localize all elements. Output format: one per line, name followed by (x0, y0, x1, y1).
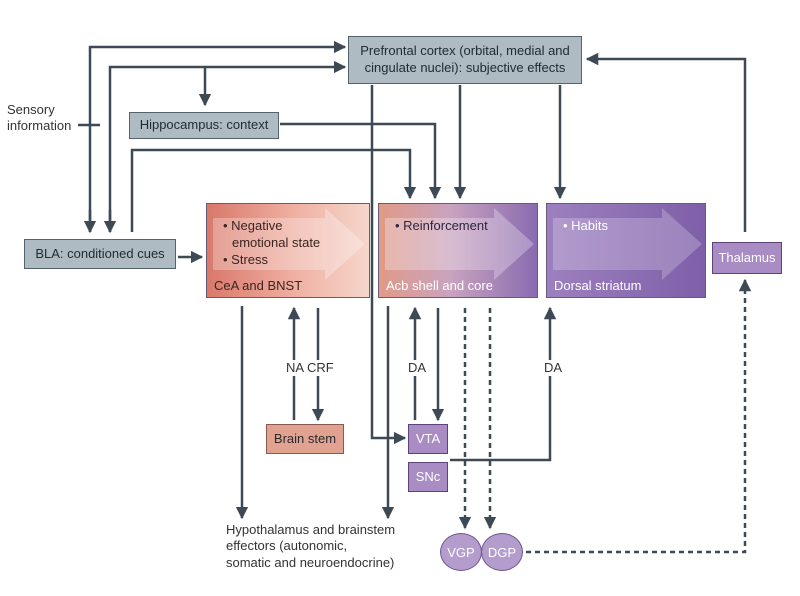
cea-item-emotional-state: emotional state (232, 234, 321, 250)
acb-caption: Acb shell and core (386, 278, 493, 293)
arrow-pfc-to-vta (370, 85, 407, 445)
thalamus-label: Thalamus (718, 249, 776, 265)
thalamus-box: Thalamus (712, 242, 782, 274)
effectors-label: Hypothalamus and brainstem effectors (au… (226, 522, 396, 571)
cea-arrow-shape (213, 208, 365, 280)
vta-box: VTA (408, 424, 448, 454)
dorsal-striatum-box: • Habits Dorsal striatum (546, 203, 706, 298)
arrow-snc-to-dorsal (450, 306, 557, 462)
vgp-node: VGP (440, 533, 482, 571)
acb-arrow-shape (385, 208, 534, 280)
acb-box: • Reinforcement Acb shell and core (378, 203, 538, 298)
snc-box: SNc (408, 462, 448, 492)
cea-item-stress: • Stress (223, 251, 269, 267)
vta-label: VTA (415, 430, 441, 446)
brain-stem-box: Brain stem (266, 424, 344, 454)
da-label-left: DA (407, 360, 428, 377)
brain-stem-label: Brain stem (273, 430, 337, 446)
arrow-dgp-to-thalamus (526, 278, 752, 554)
arrow-bla-to-pfc-inner (108, 60, 347, 232)
prefrontal-cortex-label-line2: cingulate nuclei): subjective effects (364, 60, 566, 75)
dgp-node: DGP (481, 533, 523, 571)
na-crf-label: NA CRF (285, 360, 335, 377)
arrow-bla-to-acb (130, 148, 417, 232)
dorsal-caption: Dorsal striatum (554, 278, 642, 293)
hippocampus-box: Hippocampus: context (129, 112, 279, 139)
cea-bnst-box: • Negative emotional state • Stress CeA … (206, 203, 370, 298)
cea-caption: CeA and BNST (214, 278, 303, 293)
dorsal-arrow-shape (553, 208, 702, 280)
prefrontal-cortex-box: Prefrontal cortex (orbital, medial and c… (348, 36, 582, 84)
bla-label: BLA: conditioned cues (35, 245, 165, 261)
da-label-right: DA (543, 360, 564, 377)
snc-label: SNc (415, 468, 441, 484)
arrow-hippocampus-to-acb (280, 122, 442, 200)
vgp-label: VGP (447, 544, 475, 560)
arrow-thalamus-to-pfc (585, 52, 747, 232)
arrow-bla-to-pfc-outer (88, 40, 347, 232)
acb-item-reinforcement: • Reinforcement (395, 218, 488, 233)
cea-item-negative: • Negative (223, 218, 283, 233)
dorsal-item-habits: • Habits (563, 218, 609, 233)
prefrontal-cortex-label-line1: Prefrontal cortex (orbital, medial and (360, 43, 570, 59)
sensory-information-label: Sensory information (7, 102, 72, 135)
dgp-label: DGP (487, 544, 517, 560)
bla-box: BLA: conditioned cues (24, 239, 176, 269)
hippocampus-label: Hippocampus: context (139, 117, 269, 133)
